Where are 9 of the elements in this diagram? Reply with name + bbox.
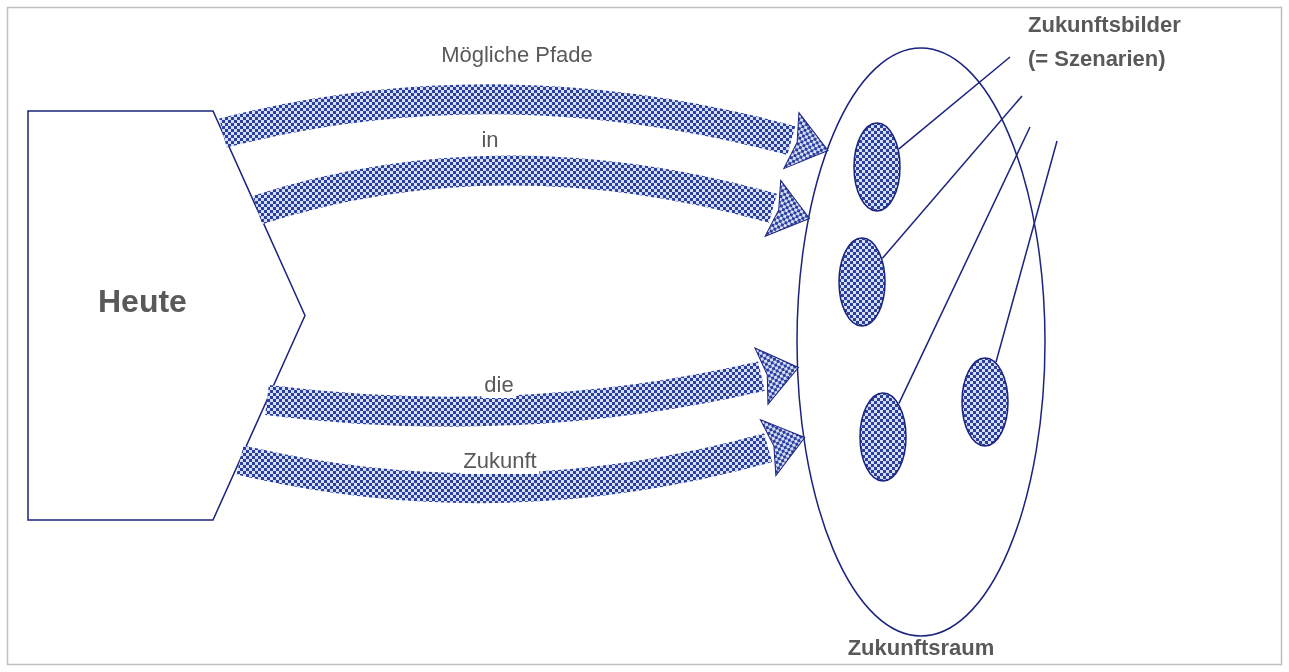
node-label: Zukunftsraum	[846, 635, 996, 661]
callout-text: Zukunftsbilder (= Szenarien)	[1028, 11, 1182, 73]
thick-path-arrow	[236, 419, 806, 503]
leader-line	[995, 140, 1058, 363]
node-label: Heute	[98, 283, 187, 320]
leader-line	[881, 95, 1023, 260]
leader-line	[898, 56, 1011, 150]
leader-line	[898, 126, 1031, 405]
thick-path-arrow	[219, 84, 829, 170]
